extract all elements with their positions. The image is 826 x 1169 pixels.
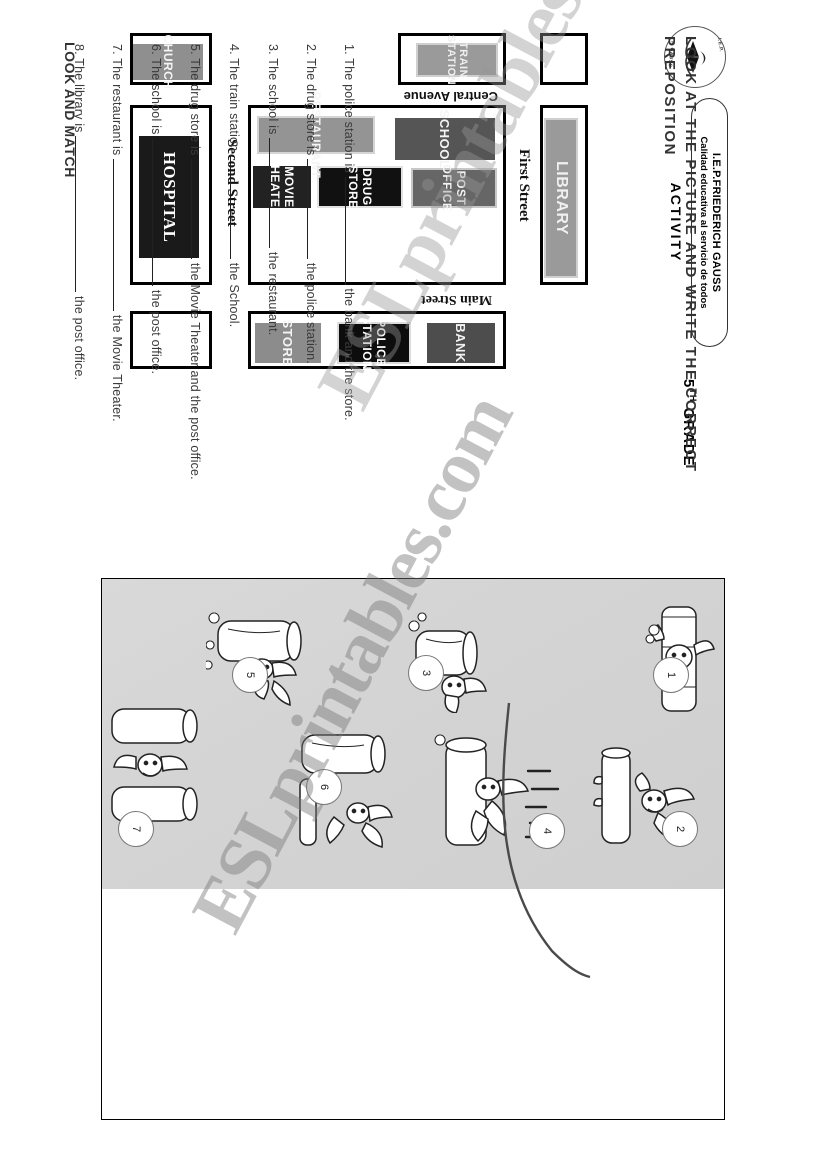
map-block-right: BANK POLICE STATION STORE — [248, 311, 506, 371]
figure-number-1: 1 — [653, 657, 689, 693]
map-building-library-label: LIBRARY — [553, 160, 570, 235]
map-building-post-office-label: POST OFFICE — [440, 164, 468, 212]
exercise-item-5-blank[interactable] — [191, 159, 192, 260]
exercise-item-2-before: The drug store is — [304, 58, 318, 156]
map-block-train-station: TRAIN STATION — [398, 33, 506, 85]
exercise-item-7: 7. The restaurant is the Movie Theater. — [110, 44, 124, 422]
map-building-drug-store: DRUG STORE — [317, 165, 403, 209]
exercise-item-6-after: the post office. — [149, 289, 163, 375]
exercise-item-6-number: 6. — [149, 44, 163, 55]
instruction-line-2: PREPOSITION — [661, 36, 678, 157]
exercise-item-1-blank[interactable] — [345, 176, 346, 285]
exercise-item-2: 2. The drug store is the police station. — [304, 44, 318, 364]
exercise-item-3-number: 3. — [266, 44, 280, 55]
street-label-first-street: First Street — [516, 149, 532, 222]
map-building-train-station-label: TRAIN STATION — [445, 34, 469, 86]
map-building-movie-theater: MOVIE THEATER — [253, 157, 311, 217]
map-building-library: LIBRARY — [544, 118, 578, 278]
map-building-school: SCHOOL — [395, 110, 495, 168]
section-heading-look-and-match: LOOK AND MATCH — [62, 42, 78, 178]
exercise-item-6-blank[interactable] — [152, 138, 153, 287]
map-building-bank: BANK — [427, 323, 495, 363]
worksheet-header: I.E.P. F. GAUSS I.E.P.FRIEDERICH GAUSS C… — [632, 26, 728, 467]
exercise-item-5: 5. The drug store is the Movie Theater a… — [188, 44, 202, 480]
school-crest-logo: I.E.P. F. GAUSS — [664, 26, 726, 88]
figure-number-2: 2 — [662, 811, 698, 847]
exercise-item-5-after: the Movie Theater and the post office. — [188, 262, 202, 480]
figure-7-rabbit-between-logs — [111, 708, 198, 822]
map-block-central: SCHOOL POST OFFICE DRUG STORE RESTAURANT… — [248, 92, 506, 285]
map-building-bank-label: BANK — [453, 323, 469, 363]
map-building-police-station-label: POLICE STATION — [360, 315, 388, 371]
instruction-text: LOOK AT THE PICTURE AND WRITE THE CORREC… — [659, 36, 700, 536]
exercise-item-4-blank[interactable] — [230, 155, 231, 259]
exercise-item-2-blank[interactable] — [307, 159, 308, 260]
map-building-school-label: SCHOOL — [437, 109, 453, 169]
exercise-item-1-after: the bank and the store. — [342, 288, 356, 421]
map-block-empty-topleft — [540, 33, 588, 85]
institution-name: I.E.P.FRIEDERICH GAUSS — [710, 152, 722, 293]
map-building-post-office: POST OFFICE — [411, 165, 497, 212]
exercise-item-6-before: The school is — [149, 58, 163, 135]
figure-number-5: 5 — [232, 657, 268, 693]
map-block-library: LIBRARY — [540, 105, 588, 285]
exercise-item-2-number: 2. — [304, 44, 318, 55]
torch-book-emblem-icon — [685, 38, 706, 76]
exercise-item-4-after: the School. — [227, 262, 241, 328]
instruction-line-1: LOOK AT THE PICTURE AND WRITE THE CORREC… — [682, 36, 699, 473]
figure-2-rabbit-next-to-log — [593, 747, 696, 844]
exercise-item-3-after: the restaurant. — [266, 251, 280, 336]
map-building-church-label: CHURCH — [161, 34, 175, 90]
town-map: LIBRARY First Street TRAIN STATION Centr… — [130, 33, 588, 523]
exercise-item-4: 4. The train station the School. — [227, 44, 241, 327]
exercise-item-7-blank[interactable] — [113, 159, 114, 312]
exercise-item-4-number: 4. — [227, 44, 241, 55]
exercise-item-4-before: The train station — [227, 58, 241, 152]
match-picture-panel: 5 3 1 7 6 4 2 in behind on — [101, 578, 725, 1120]
exercise-item-3-blank[interactable] — [269, 138, 270, 249]
exercise-item-3-before: The school is — [266, 58, 280, 135]
exercise-item-5-number: 5. — [188, 44, 202, 55]
exercise-item-5-before: The drug store is — [188, 58, 202, 156]
illustration-area: 5 3 1 7 6 4 2 — [102, 579, 724, 889]
exercise-item-1-number: 1. — [342, 44, 356, 55]
exercise-item-7-number: 7. — [110, 44, 124, 55]
figure-number-7: 7 — [118, 811, 154, 847]
exercise-item-1: 1. The police station is the bank and th… — [342, 44, 356, 421]
figure-number-4: 4 — [529, 813, 565, 849]
logo-arc-top-text: I.E.P. — [716, 37, 724, 53]
map-building-store-label: STORE — [280, 319, 296, 367]
figure-5-rabbit-under-log — [206, 612, 302, 707]
street-label-central-avenue: Central Avenue — [403, 89, 498, 104]
exercise-item-3: 3. The school is the restaurant. — [266, 44, 280, 336]
exercise-item-7-after: the Movie Theater. — [110, 314, 124, 422]
map-building-train-station: TRAIN STATION — [416, 35, 498, 85]
exercise-item-1-before: The police station is — [342, 58, 356, 173]
street-label-main-street: Main Street — [421, 292, 492, 307]
exercise-item-2-after: the police station. — [304, 262, 318, 364]
exercise-item-7-before: The restaurant is — [110, 58, 124, 156]
exercise-item-6: 6. The school is the post office. — [149, 44, 163, 374]
figure-number-3: 3 — [408, 655, 444, 691]
figure-number-6: 6 — [306, 769, 342, 805]
exercise-item-8-after: the post office. — [72, 296, 86, 381]
